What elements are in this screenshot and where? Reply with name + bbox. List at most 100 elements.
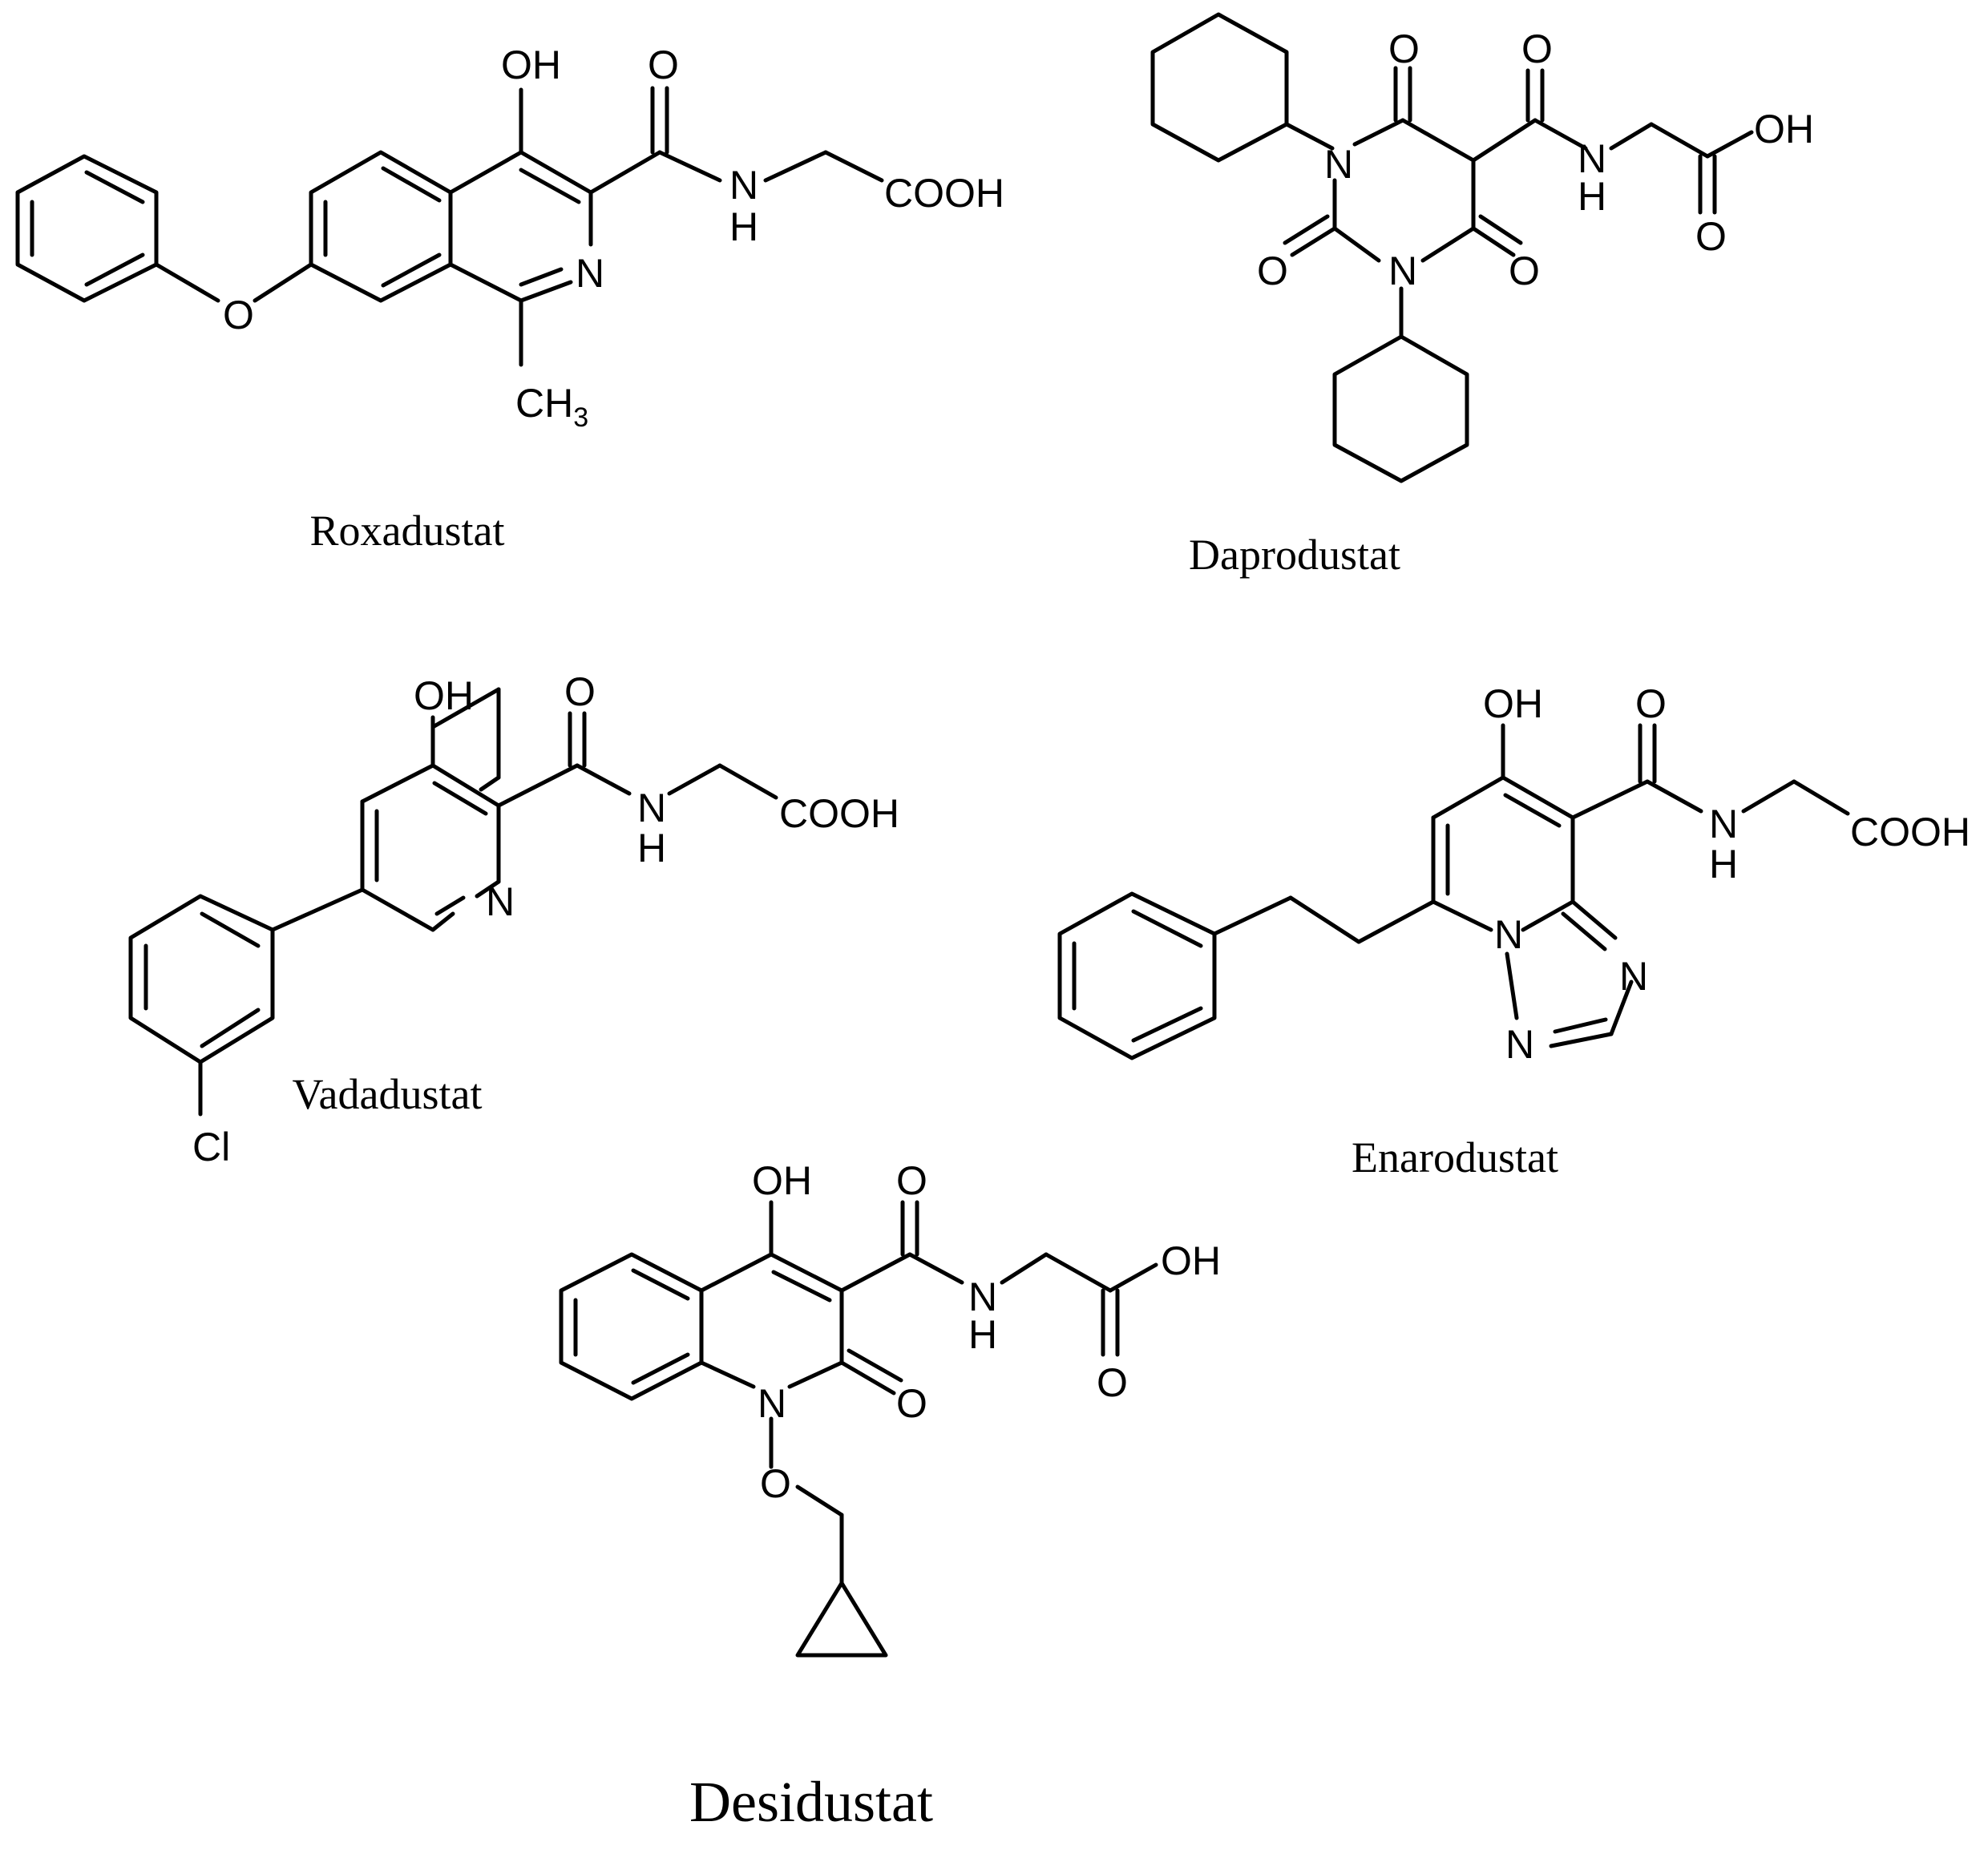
vadadustat-cooh-label: COOH <box>779 791 899 836</box>
vadadustat-ring-8 <box>430 763 501 808</box>
vadadustat-phenyl-double-2 <box>200 911 261 948</box>
enarodustat-phenyl-ring <box>1057 891 1217 1060</box>
vadadustat-side-bond <box>496 763 580 808</box>
enarodustat-triazole-2 <box>1609 979 1634 1036</box>
desidustat-n-amide-label: N <box>968 1274 997 1319</box>
enarodustat-name: Enarodustat <box>1352 1133 1558 1181</box>
desidustat-keto-2 <box>847 1348 903 1383</box>
enarodustat-side-bond <box>1570 779 1650 820</box>
roxadustat-ch3-main: CH <box>515 381 573 426</box>
vadadustat-ring-7 <box>360 763 435 804</box>
desidustat-side-bond <box>839 1252 912 1293</box>
roxadustat-cn-bond <box>657 150 722 183</box>
daprodustat-bonds <box>1150 12 1754 483</box>
vadadustat-n-ring-label: N <box>486 879 515 924</box>
roxadustat-phenyl-ring <box>15 154 159 303</box>
daprodustat-n3-label: N <box>1388 248 1417 293</box>
enarodustat-nch2-bond <box>1741 779 1796 814</box>
vadadustat-ch2-cooh-bond <box>717 763 778 800</box>
desidustat-o-acid-label: O <box>1097 1360 1128 1405</box>
daprodustat-o-amide-label: O <box>1521 26 1553 71</box>
enarodustat-n-bottom-label: N <box>1505 1022 1534 1067</box>
roxadustat-pyridine-double-1 <box>519 168 581 204</box>
vadadustat-nch2-bond <box>667 763 722 796</box>
vadadustat-ring-double-c <box>434 895 466 916</box>
desidustat-ring-4 <box>787 1360 844 1389</box>
roxadustat-nch2-bond <box>763 150 828 183</box>
roxadustat-structure: OH O N H COOH N O CH3 Roxadustat <box>15 42 1004 555</box>
roxadustat-phenyl-double-3 <box>84 170 145 204</box>
enarodustat-h-amide-label: H <box>1709 842 1738 887</box>
roxadustat-benzo-ring <box>309 150 453 303</box>
daprodustat-o-left-label: O <box>1257 248 1288 293</box>
desidustat-keto-1 <box>839 1360 896 1395</box>
enarodustat-cooh-label: COOH <box>1850 810 1970 854</box>
enarodustat-n-amide-label: N <box>1709 802 1738 846</box>
enarodustat-ethyl-1 <box>1356 899 1436 944</box>
enarodustat-triazole-1b <box>1561 911 1607 951</box>
daprodustat-h-amide-label: H <box>1578 174 1606 219</box>
vadadustat-bonds <box>128 687 778 1117</box>
enarodustat-ch2-cooh-bond <box>1792 779 1850 816</box>
enarodustat-phenyl-double-2 <box>1131 909 1203 948</box>
vadadustat-h-amide-label: H <box>637 826 666 870</box>
roxadustat-ch3-subscript: 3 <box>573 402 588 433</box>
roxadustat-amide-bond <box>588 150 662 195</box>
roxadustat-ether-bond-2 <box>253 262 313 303</box>
vadadustat-oh-label: OH <box>414 673 474 718</box>
daprodustat-n1-label: N <box>1324 142 1353 187</box>
daprodustat-co-right-1 <box>1471 226 1516 257</box>
enarodustat-o-amide-label: O <box>1635 681 1667 726</box>
daprodustat-ring-4 <box>1420 226 1476 263</box>
daprodustat-o-right-label: O <box>1509 248 1540 293</box>
vadadustat-phenyl-ring <box>128 894 275 1064</box>
daprodustat-cyclohexyl-top <box>1150 12 1289 163</box>
roxadustat-pyridine-double-2 <box>519 267 564 287</box>
enarodustat-structure: OH O N H COOH N N N Enarodustat <box>1057 681 1970 1181</box>
enarodustat-ethyl-3 <box>1212 895 1293 936</box>
desidustat-benzo-double-3 <box>631 1352 690 1385</box>
daprodustat-oh-label: OH <box>1754 107 1814 151</box>
enarodustat-ring-4 <box>1521 899 1575 932</box>
vadadustat-ring-4 <box>430 911 455 932</box>
enarodustat-ring-2 <box>1501 775 1575 820</box>
vadadustat-name: Vadadustat <box>293 1070 483 1118</box>
enarodustat-n-right-label: N <box>1619 954 1648 999</box>
roxadustat-bonds <box>15 86 884 367</box>
roxadustat-o-amide-label: O <box>648 42 679 87</box>
desidustat-c-oh-bond <box>1108 1262 1158 1293</box>
daprodustat-ring-5 <box>1332 226 1381 263</box>
roxadustat-h-amide-label: H <box>729 204 758 249</box>
daprodustat-n-amide-label: N <box>1578 136 1606 181</box>
roxadustat-n-amide-label: N <box>729 163 758 208</box>
enarodustat-bonds <box>1057 723 1850 1060</box>
roxadustat-n-ring-label: N <box>576 251 604 296</box>
desidustat-ring-5 <box>699 1360 756 1389</box>
roxadustat-benzo-double-2 <box>381 166 442 203</box>
daprodustat-nch2-bond <box>1609 122 1654 151</box>
desidustat-ring-2 <box>769 1252 844 1293</box>
vadadustat-ring-5 <box>360 887 435 932</box>
enarodustat-ring-1 <box>1431 775 1505 820</box>
enarodustat-cn-bond <box>1645 779 1703 814</box>
desidustat-o-keto-label: O <box>896 1381 927 1426</box>
enarodustat-triazole-4 <box>1505 951 1519 1020</box>
desidustat-benzo-double-2 <box>631 1268 690 1301</box>
vadadustat-o-amide-label: O <box>564 669 596 714</box>
daprodustat-ring-1 <box>1352 118 1405 147</box>
roxadustat-name: Roxadustat <box>310 507 505 555</box>
enarodustat-ring-double-2 <box>1503 793 1562 828</box>
vadadustat-n-amide-label: N <box>637 786 666 830</box>
vadadustat-ring-double-b <box>432 781 488 816</box>
enarodustat-n-bridge-label: N <box>1494 912 1523 957</box>
desidustat-name: Desidustat <box>689 1770 933 1834</box>
daprodustat-ring-2 <box>1400 118 1476 163</box>
enarodustat-triazole-3b <box>1553 1017 1608 1034</box>
desidustat-n-ring-label: N <box>758 1381 786 1426</box>
vadadustat-phenyl-double-3 <box>200 1008 261 1048</box>
daprodustat-co-left-2 <box>1283 214 1330 245</box>
desidustat-ring-double <box>771 1270 832 1303</box>
daprodustat-o-acid-label: O <box>1695 214 1727 259</box>
daprodustat-structure: O N O N O O N H OH O Daprodustat <box>1150 12 1814 579</box>
vadadustat-aryl-bond <box>270 887 365 932</box>
